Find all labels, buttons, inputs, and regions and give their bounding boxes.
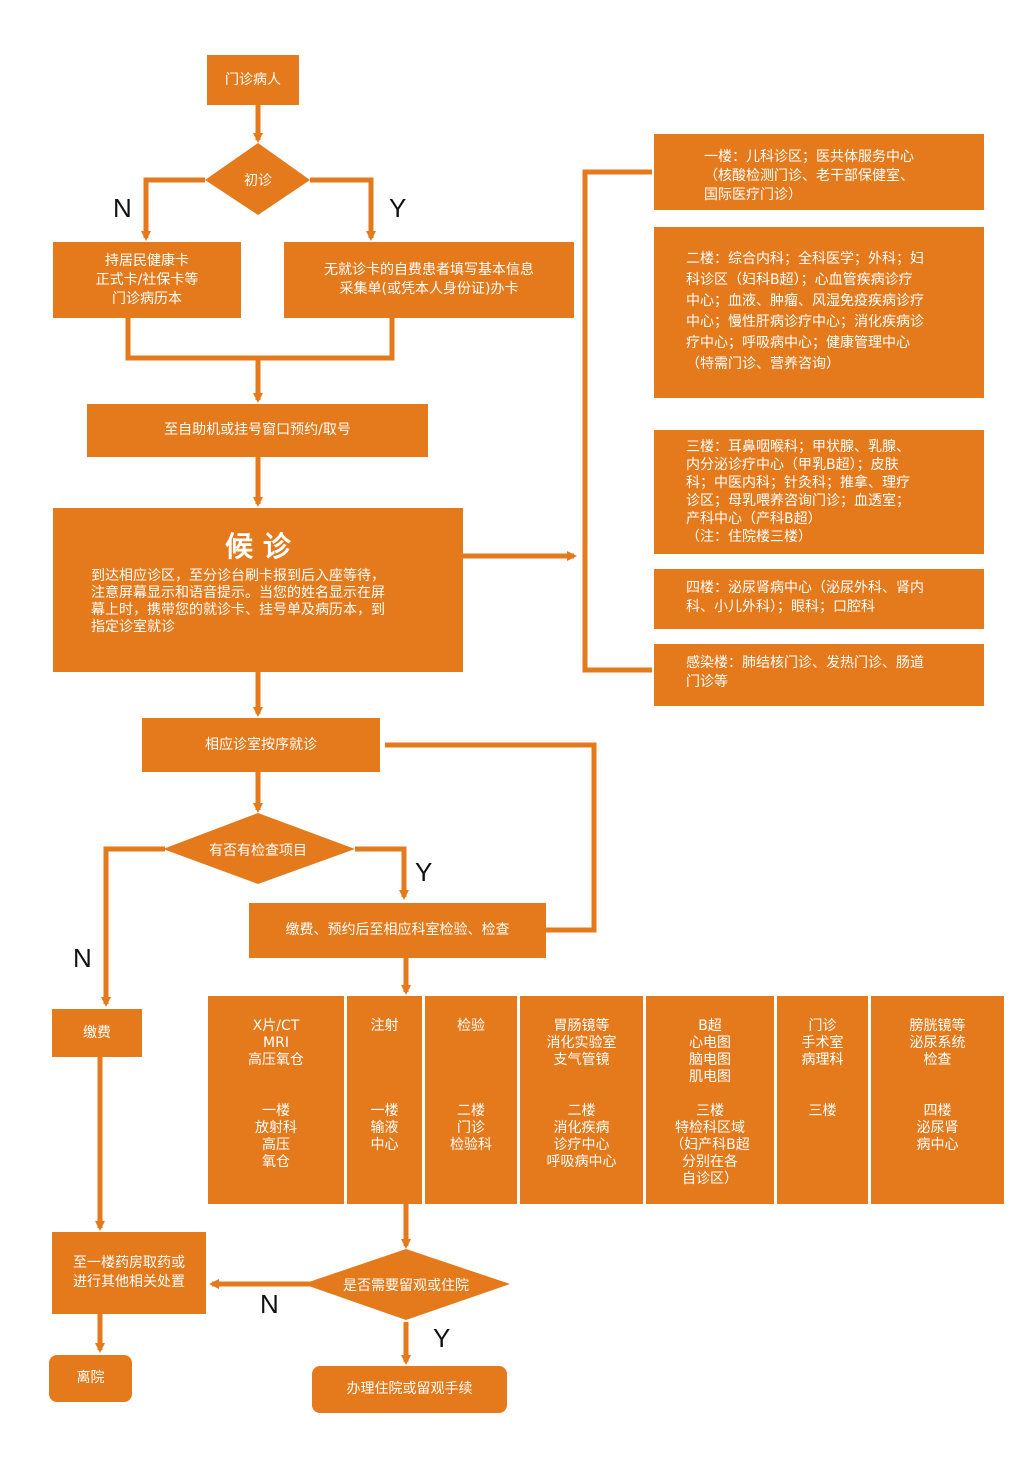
first-visit-diamond [205, 143, 310, 215]
observe-decision-label: 是否需要留观或住院 [343, 1278, 469, 1294]
floor-infection: 感染楼：肺结核门诊、发热门诊、肠道 门诊等 [654, 644, 984, 706]
exam-yes-label: Y [415, 857, 433, 887]
waiting-text: 到达相应诊区，至分诊台刷卡报到后入座等待， 注意屏幕显示和语音提示。当您的姓名显… [91, 568, 385, 635]
floor-4: 四楼：泌尿肾病中心（泌尿外科、肾内 科、小儿外科）；眼科；口腔科 [654, 569, 984, 629]
first-visit-yes-label: Y [389, 193, 407, 223]
observe-decision-diamond [303, 1249, 510, 1320]
start-box: 门诊病人 [207, 55, 299, 105]
first-visit-label: 初诊 [244, 173, 272, 189]
admit-box: 办理住院或留观手续 [312, 1366, 507, 1413]
dept-ultrasound: B超 心电图 脑电图 肌电图 三楼 特检科区域 （妇产科B超 分别在各 自诊区） [646, 996, 774, 1204]
consult-box: 相应诊室按序就诊 [142, 718, 380, 772]
waiting-box: 候 诊 到达相应诊区，至分诊台刷卡报到后入座等待， 注意屏幕显示和语音提示。当您… [53, 508, 463, 672]
dept-injection: 注射 一楼 输液 中心 [347, 996, 422, 1204]
floor-3: 三楼：耳鼻咽喉科；甲状腺、乳腺、 内分泌诊疗中心（甲乳B超）；皮肤 科；中医内科… [654, 430, 984, 554]
pay-box: 缴费 [52, 1009, 142, 1057]
dept-lab: 检验 二楼 门诊 检验科 [425, 996, 517, 1204]
dept-imaging: X片/CT MRI 高压氧仓 一楼 放射科 高压 氧仓 [208, 996, 344, 1204]
pay-exam-box: 缴费、预约后至相应科室检验、检查 [249, 903, 546, 958]
leave-box: 离院 [49, 1355, 132, 1402]
dept-urology: 膀胱镜等 泌尿系统 检查 四楼 泌尿肾 病中心 [871, 996, 1004, 1204]
observe-no-label: N [260, 1289, 279, 1319]
first-visit-no-label: N [113, 193, 132, 223]
floor-1: 一楼：儿科诊区；医共体服务中心 （核酸检测门诊、老干部保健室、 国际医疗门诊） [654, 134, 984, 210]
exam-no-label: N [73, 943, 92, 973]
exam-decision-label: 有否有检查项目 [209, 843, 307, 859]
no-card-box: 无就诊卡的自费患者填写基本信息 采集单(或凭本人身份证)办卡 [284, 242, 574, 318]
floor-2: 二楼：综合内科；全科医学；外科；妇 科诊区（妇科B超）；心血管疾病诊疗 中心；血… [654, 227, 984, 398]
dept-surgery: 门诊 手术室 病理科 三楼 [777, 996, 868, 1204]
dept-endoscopy: 胃肠镜等 消化实验室 支气管镜 二楼 消化疾病 诊疗中心 呼吸病中心 [520, 996, 643, 1204]
register-box: 至自助机或挂号窗口预约/取号 [87, 404, 428, 457]
waiting-title: 候 诊 [225, 530, 291, 563]
has-card-box: 持居民健康卡 正式卡/社保卡等 门诊病历本 [53, 242, 241, 318]
observe-yes-label: Y [433, 1323, 451, 1353]
exam-decision-diamond [163, 813, 355, 884]
pharmacy-box: 至一楼药房取药或 进行其他相关处置 [52, 1232, 206, 1314]
